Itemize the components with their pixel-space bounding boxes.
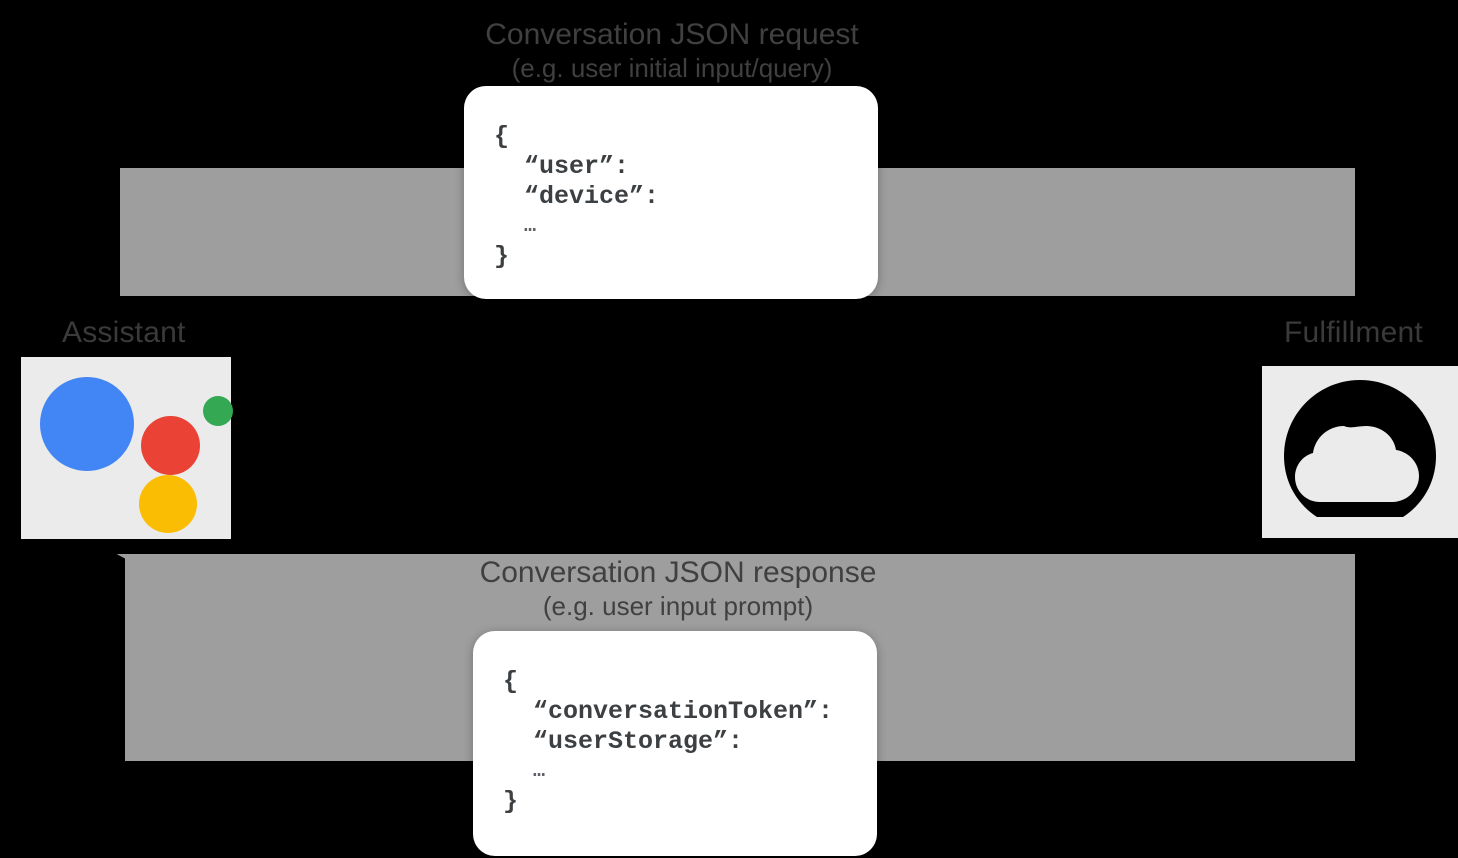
google-assistant-icon xyxy=(21,357,233,539)
request-json-open-brace: { xyxy=(494,122,510,151)
request-json-close-brace: } xyxy=(494,242,510,271)
request-json-key-user: “user”: xyxy=(524,152,630,181)
response-json-key-conversation-token: “conversationToken”: xyxy=(533,697,834,726)
fulfillment-label: Fulfillment xyxy=(1284,316,1423,349)
assistant-icon-tile[interactable] xyxy=(21,357,233,539)
assistant-dot-green xyxy=(203,396,233,426)
response-subtitle: (e.g. user input prompt) xyxy=(542,591,814,621)
response-title-block: Conversation JSON response (e.g. user in… xyxy=(328,556,1028,622)
request-title: Conversation JSON request xyxy=(485,18,859,51)
response-title: Conversation JSON response xyxy=(479,556,877,589)
request-subtitle: (e.g. user initial input/query) xyxy=(511,53,833,83)
fulfillment-icon-tile[interactable] xyxy=(1262,366,1458,538)
request-json-key-device: “device”: xyxy=(524,182,660,211)
assistant-dot-yellow xyxy=(139,475,197,533)
response-json-ellipsis: … xyxy=(533,760,546,783)
cloud-icon xyxy=(1274,378,1446,526)
request-json-card: { “user”: “device”: … } xyxy=(464,86,878,299)
assistant-dot-blue xyxy=(40,377,134,471)
request-json-ellipsis: … xyxy=(524,215,537,238)
assistant-dot-red xyxy=(141,416,200,475)
response-json-open-brace: { xyxy=(503,667,519,696)
response-json-card: { “conversationToken”: “userStorage”: … … xyxy=(473,631,877,856)
response-json-close-brace: } xyxy=(503,787,519,816)
request-title-block: Conversation JSON request (e.g. user ini… xyxy=(322,18,1022,84)
response-json-key-user-storage: “userStorage”: xyxy=(533,727,744,756)
center-divider xyxy=(0,296,1458,554)
assistant-label: Assistant xyxy=(62,316,186,349)
